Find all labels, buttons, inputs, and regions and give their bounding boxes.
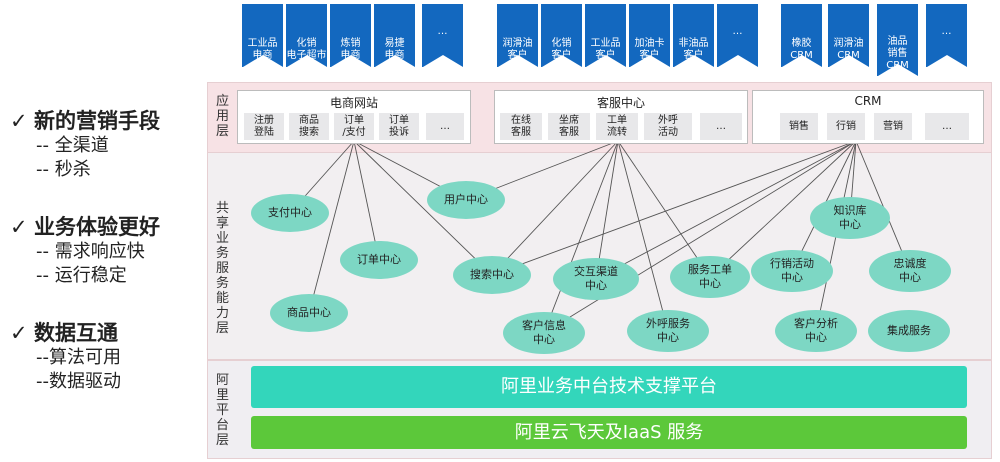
service-node: 客户信息中心 (503, 312, 585, 354)
channel-banner: 化销客户 (541, 4, 582, 67)
service-node: 商品中心 (270, 294, 348, 332)
channel-banner: 工业品客户 (585, 4, 626, 67)
service-node: 支付中心 (251, 194, 329, 232)
channel-banner: 加油卡客户 (629, 4, 670, 67)
channel-banner: 易捷电商 (374, 4, 415, 67)
service-node: 外呼服务中心 (627, 310, 709, 352)
sub-feature: 商品搜索 (289, 113, 329, 140)
sub-feature: … (426, 113, 464, 140)
check-icon: ✓ (10, 321, 28, 345)
left-panel: ✓新的营销手段 -- 全渠道 -- 秒杀 ✓业务体验更好 -- 需求响应快 --… (10, 108, 210, 426)
sub-feature: 工单流转 (596, 113, 638, 140)
benefit-item: --数据驱动 (36, 371, 121, 392)
service-node: 忠诚度中心 (869, 250, 951, 292)
benefit-item: -- 运行稳定 (36, 265, 127, 286)
sub-feature: 外呼活动 (644, 113, 692, 140)
channel-banner: … (926, 4, 967, 67)
service-node: 服务工单中心 (670, 256, 750, 298)
sub-feature: 销售 (780, 113, 818, 140)
sub-feature: 订单投诉 (379, 113, 419, 140)
layer-label: 应用层 (215, 94, 229, 139)
benefit-item: -- 全渠道 (36, 135, 109, 156)
benefit-block: ✓新的营销手段 -- 全渠道 -- 秒杀 (10, 108, 210, 182)
sub-feature: 订单/支付 (334, 113, 374, 140)
sub-feature: 营销 (874, 113, 912, 140)
box-title: CRM (854, 94, 882, 108)
sub-feature: 在线客服 (500, 113, 542, 140)
check-icon: ✓ (10, 215, 28, 239)
benefit-item: --算法可用 (36, 347, 121, 368)
service-node: 知识库中心 (810, 197, 890, 239)
benefit-title: ✓数据互通 (10, 321, 118, 345)
channel-banner: 非油品客户 (673, 4, 714, 67)
service-node: 集成服务 (868, 310, 950, 352)
middle-platform-bar: 阿里业务中台技术支撑平台 (251, 366, 967, 408)
sub-feature: 注册登陆 (244, 113, 284, 140)
sub-feature: 坐席客服 (548, 113, 590, 140)
box-title: 客服中心 (596, 96, 645, 110)
service-node: 交互渠道中心 (553, 258, 639, 300)
channel-banner: 润滑油客户 (497, 4, 538, 67)
channel-banner: 化销电子超市 (286, 4, 327, 67)
benefit-item: -- 需求响应快 (36, 241, 145, 262)
check-icon: ✓ (10, 109, 28, 133)
service-node: 客户分析中心 (775, 310, 857, 352)
channel-banner: 工业品电商 (242, 4, 283, 67)
service-node: 用户中心 (427, 181, 505, 219)
layer-label: 阿里平台层 (215, 373, 229, 448)
service-node: 行销活动中心 (751, 250, 833, 292)
cloud-iaas-bar: 阿里云飞天及IaaS 服务 (251, 416, 967, 449)
benefit-block: ✓数据互通 --算法可用 --数据驱动 (10, 320, 210, 394)
service-node: 搜索中心 (453, 256, 531, 294)
benefit-block: ✓业务体验更好 -- 需求响应快 -- 运行稳定 (10, 214, 210, 288)
benefit-title: ✓业务体验更好 (10, 215, 160, 239)
benefit-title: ✓新的营销手段 (10, 109, 160, 133)
benefit-item: -- 秒杀 (36, 159, 91, 180)
sub-feature: … (925, 113, 969, 140)
sub-feature: 行销 (827, 113, 865, 140)
channel-banner: 炼销电商 (330, 4, 371, 67)
layer-label: 共享业务服务能力层 (215, 201, 229, 336)
sub-feature: … (700, 113, 742, 140)
channel-banner: … (717, 4, 758, 67)
channel-banner: … (422, 4, 463, 67)
box-title: 电商网站 (329, 96, 378, 110)
service-node: 订单中心 (340, 241, 418, 279)
